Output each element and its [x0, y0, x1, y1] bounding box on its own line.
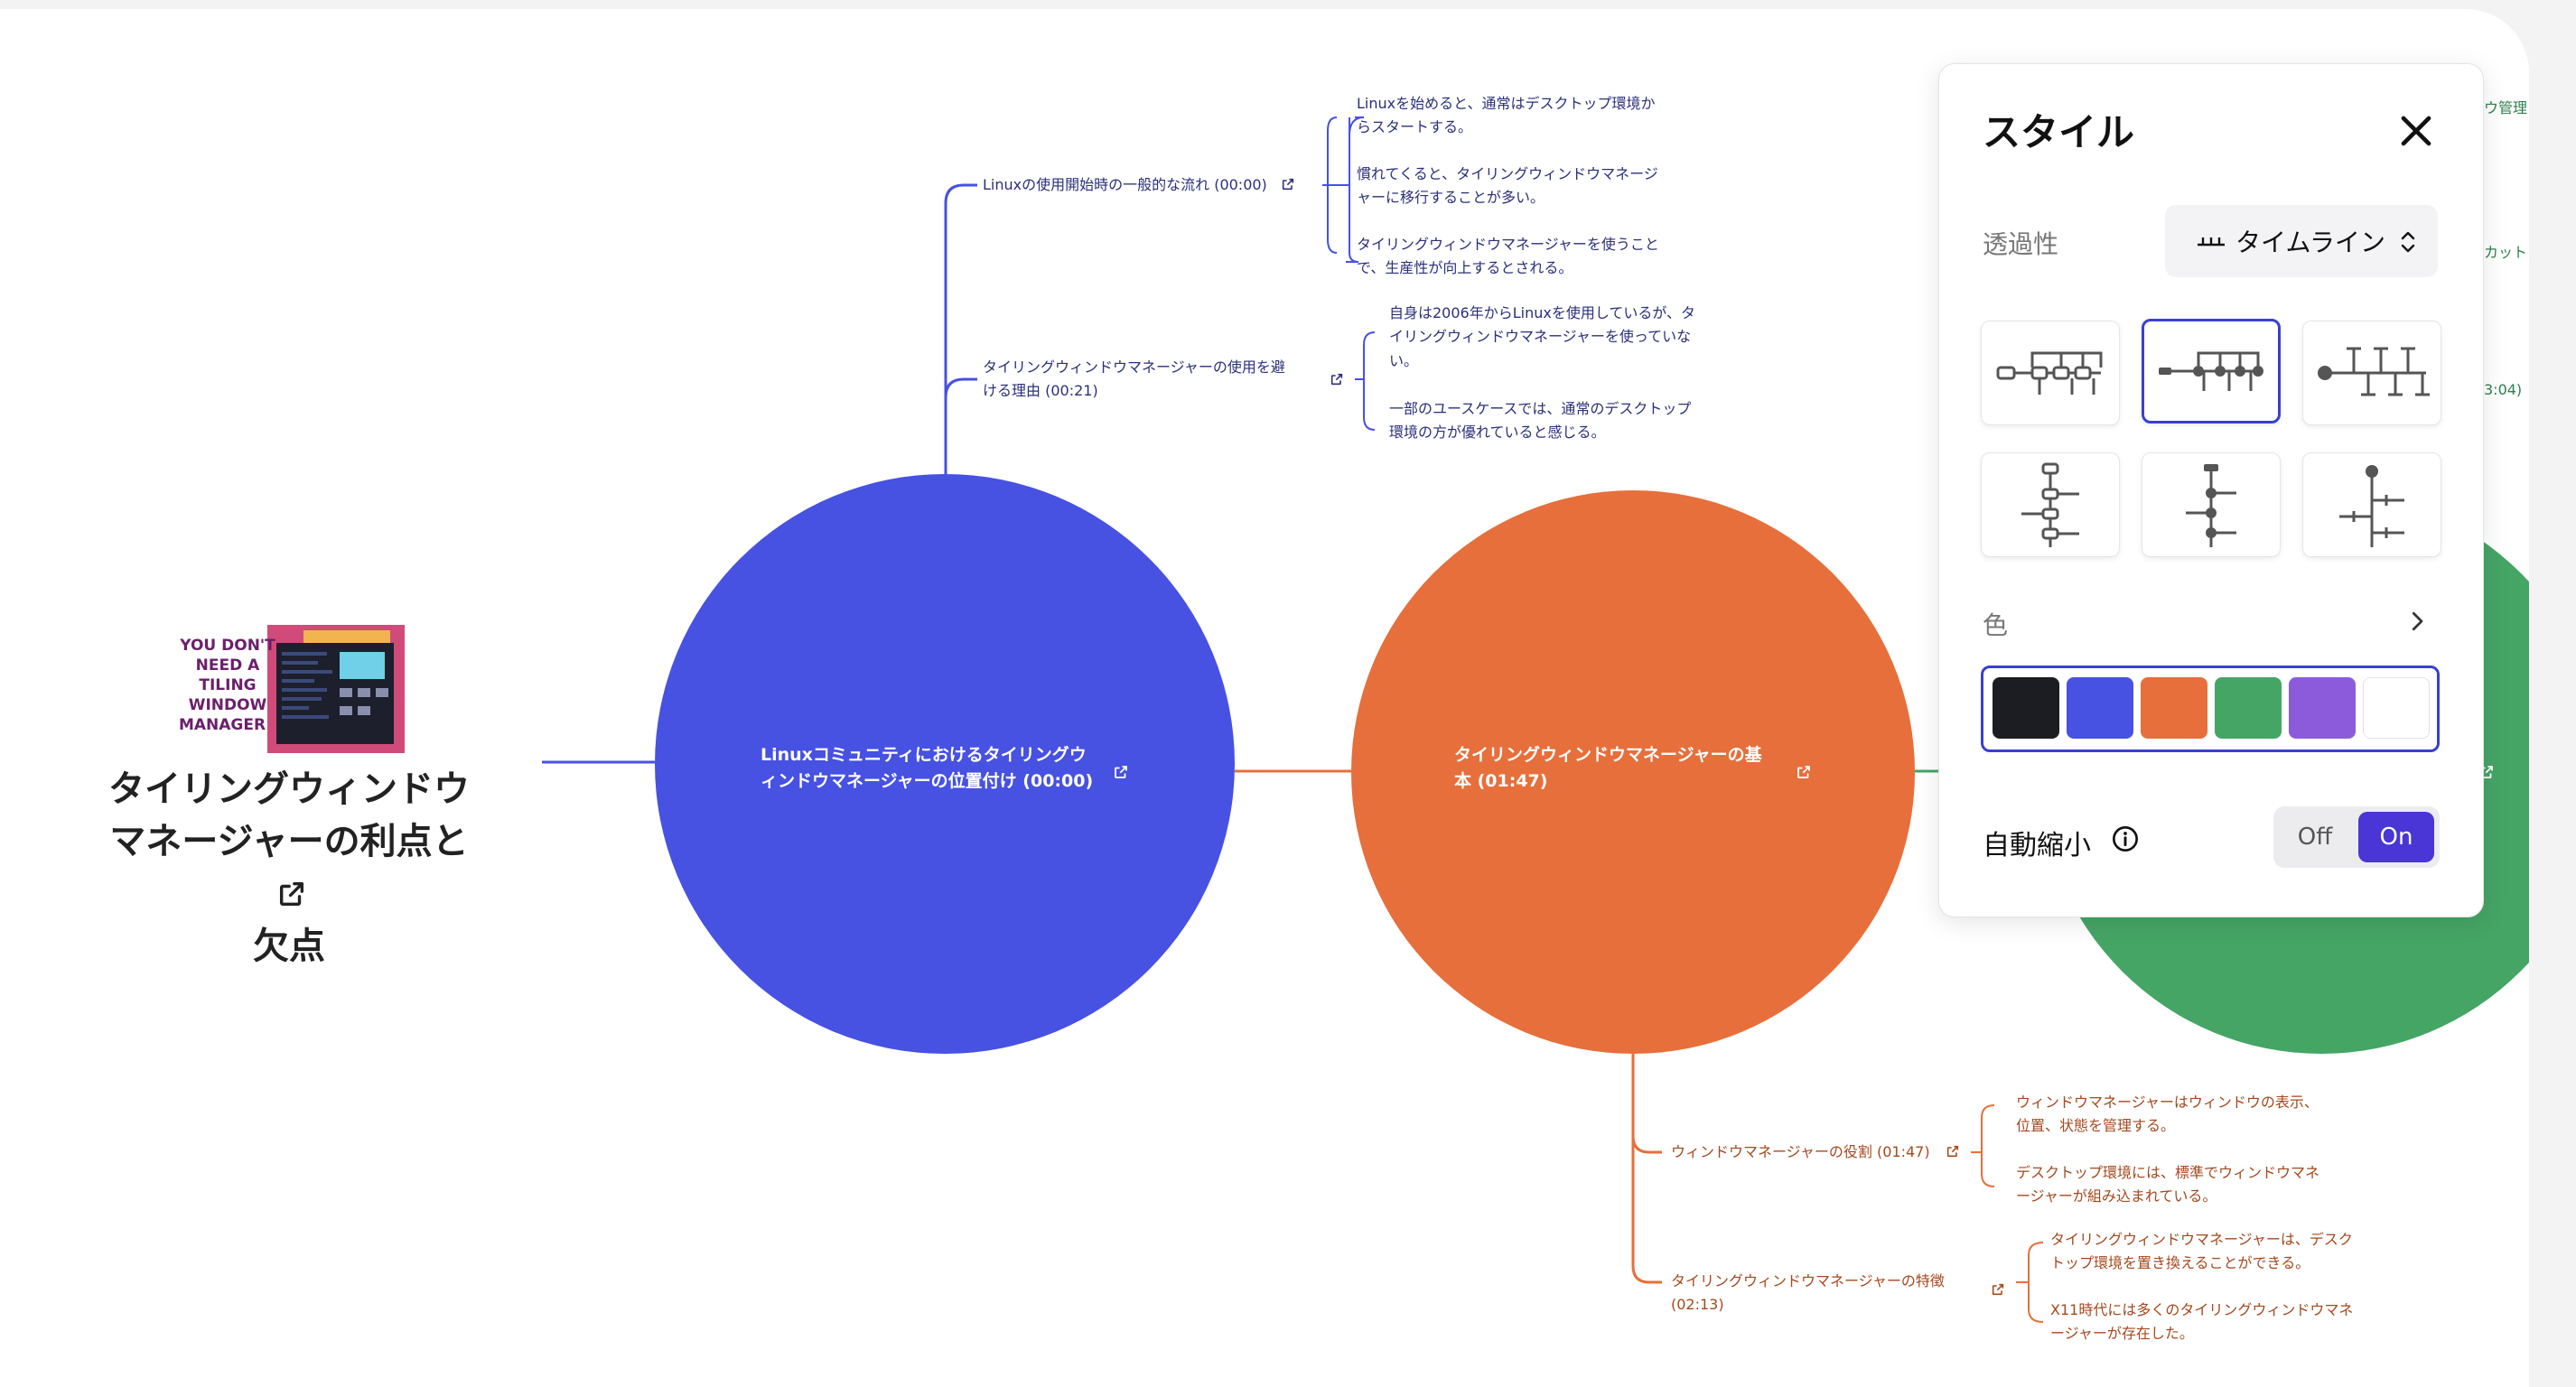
clipped-topic-text: ウ管理: [2484, 99, 2528, 116]
layout-select-value: タイムライン: [2235, 228, 2386, 257]
color-swatch-purple[interactable]: [2289, 677, 2356, 739]
external-link-icon[interactable]: [1281, 177, 1295, 191]
opacity-label: 透過性: [1983, 229, 2059, 259]
thumbnail-text-4: MANAGER: [179, 716, 266, 734]
thumbnail-text-1: NEED A: [196, 656, 260, 675]
timeline-vertical-dots-icon: [2186, 464, 2236, 547]
panel-title: スタイル: [1983, 110, 2135, 154]
layout-option-timeline-vertical-alternating[interactable]: [2302, 452, 2441, 557]
external-link-icon[interactable]: [276, 879, 307, 909]
timeline-horizontal-alternating-icon: [2318, 347, 2430, 396]
external-link-icon[interactable]: [1113, 764, 1129, 780]
toggle-on-option[interactable]: On: [2358, 812, 2434, 862]
timeline-icon: [2198, 237, 2225, 247]
timeline-vertical-alternating-icon: [2339, 465, 2404, 547]
topic-wm-role[interactable]: ウィンドウマネージャーの役割 (01:47): [1671, 1140, 1960, 1164]
clipped-topic-text: カットカッ: [2484, 244, 2529, 261]
branch-node-twm-basics[interactable]: [1351, 490, 1915, 1054]
external-link-icon[interactable]: [1796, 764, 1812, 780]
leaf-note[interactable]: 慣れてくると、タイリングウィンドウマネージ ャーに移行することが多い。: [1357, 165, 1658, 207]
root-title-line: タイリングウィンドウ: [108, 768, 470, 810]
branch-label: タイリングウィンドウマネージャーの基 本 (01:47): [1454, 745, 1762, 792]
chevron-up-down-icon: [2401, 231, 2415, 253]
leaf-note[interactable]: Linuxを始めると、通常はデスクトップ環境か らスタートする。: [1357, 95, 1656, 136]
color-swatch-black[interactable]: [1993, 677, 2059, 739]
layout-option-timeline-horizontal-alternating[interactable]: [2302, 321, 2441, 425]
color-label: 色: [1983, 610, 2009, 640]
info-icon[interactable]: [2111, 824, 2140, 853]
topic-reason-avoid-twm[interactable]: タイリングウィンドウマネージャーの使用を避 ける理由 (00:21): [983, 358, 1285, 399]
leaf-note[interactable]: タイリングウィンドウマネージャーを使うこと で、生産性が向上するとされる。: [1357, 236, 1659, 277]
layout-option-timeline-vertical-boxes[interactable]: [1981, 452, 2120, 557]
root-title-line: マネージャーの利点と: [108, 815, 470, 920]
branch-label: Linuxコミュニティにおけるタイリングウ ィンドウマネージャーの位置付け (0…: [761, 745, 1094, 792]
timeline-horizontal-dots-icon: [2159, 351, 2263, 391]
external-link-icon[interactable]: [1330, 372, 1344, 386]
thumbnail-text-0: YOU DON'T: [179, 637, 275, 655]
color-swatch-green[interactable]: [2215, 677, 2282, 739]
root-title-line: 欠点: [253, 926, 325, 967]
color-swatch-blue[interactable]: [2067, 677, 2133, 739]
layout-option-timeline-horizontal-dots[interactable]: [2142, 319, 2281, 424]
clipped-topic-text: 3:04): [2484, 381, 2523, 398]
chevron-right-icon[interactable]: [2403, 608, 2431, 635]
external-link-icon[interactable]: [1991, 1282, 2005, 1297]
topic-linux-start-flow[interactable]: Linuxの使用開始時の一般的な流れ (00:00): [983, 173, 1295, 197]
connector-lines: [542, 116, 2044, 1323]
timeline-horizontal-boxes-icon: [1996, 351, 2103, 395]
topic-twm-features[interactable]: タイリングウィンドウマネージャーの特徴 (02:13): [1671, 1272, 1945, 1313]
thumbnail-text-3: WINDOW: [189, 696, 267, 714]
layout-option-timeline-horizontal-boxes[interactable]: [1981, 321, 2120, 425]
thumbnail-text-2: TILING: [199, 676, 256, 694]
mindmap-canvas[interactable]: YOU DON'T NEED A TILING WINDOW MANAGER タ…: [0, 9, 2529, 1387]
style-panel: スタイル 透過性 タイムライン: [1938, 63, 2484, 917]
color-swatch-orange[interactable]: [2141, 677, 2207, 739]
auto-shrink-toggle[interactable]: Off On: [2273, 806, 2440, 868]
color-swatch-white[interactable]: [2363, 677, 2430, 739]
auto-shrink-label: 自動縮小: [1983, 830, 2091, 861]
leaf-note[interactable]: タイリングウィンドウマネージャーは、デスク トップ環境を置き換えることができる。: [2050, 1231, 2353, 1272]
toggle-off-option[interactable]: Off: [2297, 824, 2333, 851]
leaf-note[interactable]: 自身は2006年からLinuxを使用しているが、タ イリングウィンドウマネージャ…: [1389, 304, 1696, 369]
leaf-note[interactable]: 一部のユースケースでは、通常のデスクトップ 環境の方が優れていると感じる。: [1389, 400, 1692, 442]
timeline-vertical-boxes-icon: [2021, 462, 2079, 547]
leaf-note[interactable]: ウィンドウマネージャーはウィンドウの表示、 位置、状態を管理する。: [2016, 1094, 2319, 1135]
layout-select[interactable]: タイムライン: [2165, 205, 2438, 277]
video-thumbnail[interactable]: YOU DON'T NEED A TILING WINDOW MANAGER: [177, 625, 405, 753]
root-node-title[interactable]: タイリングウィンドウ マネージャーの利点と 欠点: [108, 763, 470, 973]
color-swatch-group: [1981, 666, 2440, 752]
external-link-icon[interactable]: [1946, 1144, 1960, 1159]
leaf-note[interactable]: X11時代には多くのタイリングウィンドウマネ ージャーが存在した。: [2050, 1301, 2354, 1343]
layout-option-timeline-vertical-dots[interactable]: [2142, 452, 2281, 557]
branch-node-linux-community[interactable]: [655, 474, 1235, 1054]
close-icon[interactable]: [2391, 106, 2441, 156]
leaf-note[interactable]: デスクトップ環境には、標準でウィンドウマネ ージャーが組み込まれている。: [2016, 1164, 2320, 1205]
